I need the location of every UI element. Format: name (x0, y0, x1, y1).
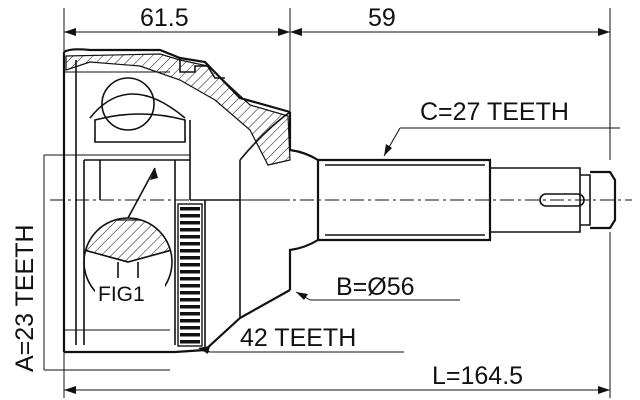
abs-ring-tooth (180, 228, 200, 232)
top-dimension-lines (63, 8, 611, 160)
abs-ring-tooth (180, 305, 200, 309)
leader-42-teeth (198, 346, 404, 354)
lower-body (83, 111, 291, 350)
abs-ring-tooth (180, 333, 200, 337)
abs-ring-tooth (180, 277, 200, 281)
bottom-dimension-line (63, 232, 611, 398)
a-dimension-line (43, 154, 190, 371)
dimension-61-5: 61.5 (140, 4, 189, 32)
leader-c-teeth (383, 127, 620, 157)
abs-ring-tooth (180, 291, 200, 295)
abs-ring-tooth (180, 319, 200, 323)
abs-ring-tooth (180, 284, 200, 288)
abs-ring-tooth (180, 214, 200, 218)
stub-shaft (288, 112, 617, 290)
label-a-teeth: A=23 TEETH (11, 224, 39, 372)
abs-ring-tooth (180, 270, 200, 274)
abs-ring-tooth (180, 298, 200, 302)
abs-ring-tooth (180, 312, 200, 316)
abs-ring-tooth (180, 235, 200, 239)
abs-ring-frame (177, 203, 203, 347)
abs-ring-tooth (180, 221, 200, 225)
label-b-diameter: B=Ø56 (336, 273, 415, 301)
fig1-label-box (95, 278, 165, 308)
abs-ring-tooth (180, 207, 200, 211)
label-42-teeth: 42 TEETH (240, 324, 356, 352)
dimension-59: 59 (368, 4, 396, 32)
inner-race (83, 77, 191, 200)
abs-ring-tooth (180, 249, 200, 253)
label-c-teeth: C=27 TEETH (420, 98, 569, 126)
leader-b-diameter (295, 291, 460, 301)
fig1-label: FIG1 (98, 283, 145, 306)
housing-section-hatch (65, 53, 291, 166)
abs-ring-tooth (180, 340, 200, 344)
abs-tone-ring (177, 203, 203, 347)
abs-ring-tooth (180, 326, 200, 330)
dimension-total-length: L=164.5 (432, 362, 523, 390)
abs-ring-tooth (180, 263, 200, 267)
abs-ring-tooth (180, 242, 200, 246)
abs-ring-tooth (180, 256, 200, 260)
